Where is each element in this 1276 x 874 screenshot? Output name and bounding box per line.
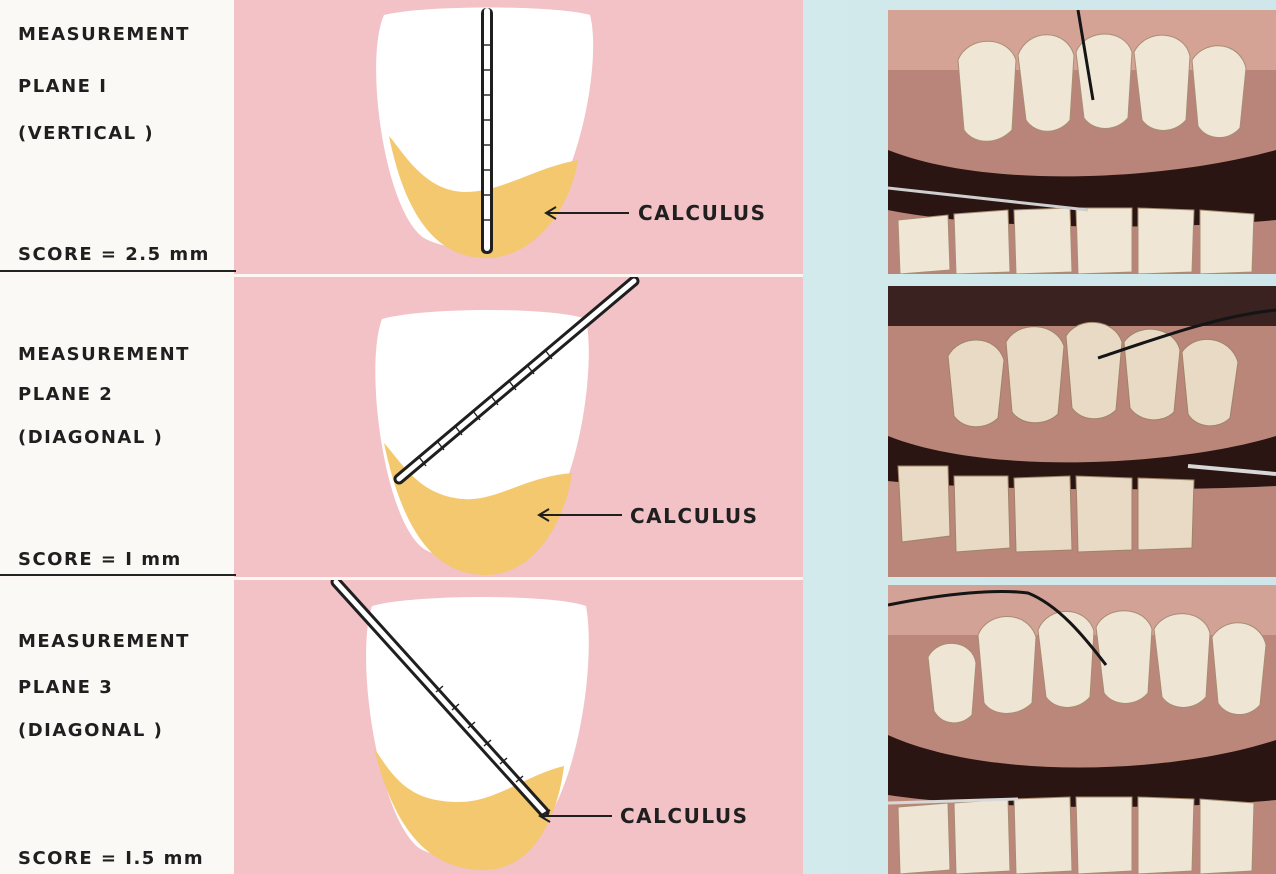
title-line-orientation: (DIAGONAL ) xyxy=(18,427,163,448)
panel-plane-2: MEASUREMENT PLANE 2 (DIAGONAL ) SCORE = … xyxy=(0,277,803,577)
label-column-3: MEASUREMENT PLANE 3 (DIAGONAL ) SCORE = … xyxy=(0,580,234,874)
calculus-label: CALCULUS xyxy=(638,201,767,225)
title-line-measurement: MEASUREMENT xyxy=(18,344,190,365)
title-line-measurement: MEASUREMENT xyxy=(18,24,190,45)
title-line-orientation: (DIAGONAL ) xyxy=(18,720,163,741)
score-label: SCORE = I mm xyxy=(18,549,182,570)
clinical-photo-2 xyxy=(888,286,1276,577)
title-line-orientation: (VERTICAL ) xyxy=(18,123,154,144)
score-label: SCORE = I.5 mm xyxy=(18,848,204,869)
panel-plane-1: MEASUREMENT PLANE I (VERTICAL ) SCORE = … xyxy=(0,0,803,274)
tooth-diagram-2: CALCULUS xyxy=(234,277,803,577)
calculus-label: CALCULUS xyxy=(630,504,759,528)
clinical-photo-1 xyxy=(888,10,1276,274)
tooth-diagram-3: CALCULUS xyxy=(234,580,803,874)
clinical-photo-3 xyxy=(888,585,1276,874)
tooth-diagram-1: CALCULUS xyxy=(234,0,803,274)
title-line-measurement: MEASUREMENT xyxy=(18,631,190,652)
title-line-plane: PLANE 2 xyxy=(18,384,113,405)
label-column-2: MEASUREMENT PLANE 2 (DIAGONAL ) SCORE = … xyxy=(0,277,234,577)
label-divider xyxy=(0,574,236,576)
label-column-1: MEASUREMENT PLANE I (VERTICAL ) SCORE = … xyxy=(0,0,234,274)
panel-plane-3: MEASUREMENT PLANE 3 (DIAGONAL ) SCORE = … xyxy=(0,580,803,874)
label-divider xyxy=(0,270,236,272)
title-line-plane: PLANE 3 xyxy=(18,677,113,698)
title-line-plane: PLANE I xyxy=(18,76,107,97)
score-label: SCORE = 2.5 mm xyxy=(18,244,210,265)
calculus-label: CALCULUS xyxy=(620,804,749,828)
periodontal-probe xyxy=(481,8,493,254)
